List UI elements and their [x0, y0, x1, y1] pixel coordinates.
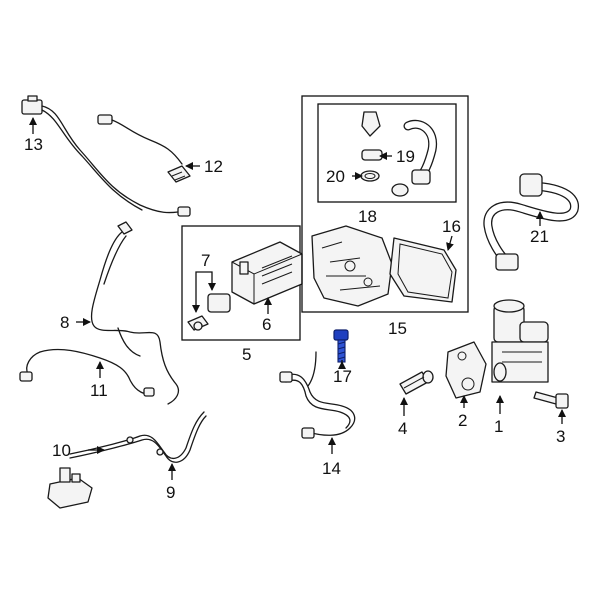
callout-19: 19 [396, 147, 415, 166]
callout-9: 9 [166, 483, 175, 502]
callout-2: 2 [458, 411, 467, 430]
fitting-19-20 [360, 111, 383, 182]
callout-14: 13 [24, 135, 43, 154]
callout-10: 10 [52, 441, 71, 460]
callout-20: 20 [326, 167, 345, 186]
callout-15: 15 [388, 319, 407, 338]
callout-16: 16 [442, 217, 461, 236]
callout-12: 14 [322, 459, 341, 478]
bolt-17-highlighted [333, 329, 349, 363]
callout-17: 17 [333, 367, 352, 386]
gasket-2 [445, 341, 487, 399]
callout-8: 8 [60, 313, 69, 332]
connector-4 [399, 370, 434, 395]
tube-12 [279, 351, 356, 439]
callout-1: 1 [494, 417, 503, 436]
vapor-line-9-10 [47, 411, 207, 509]
callout-18: 18 [358, 207, 377, 226]
callout-11: 11 [90, 381, 108, 400]
harness-8-11 [19, 221, 180, 405]
hose-21 [483, 173, 579, 271]
callout-labels: 13 12 7 6 5 8 11 10 9 14 17 15 16 18 19 … [24, 135, 565, 502]
egr-valve-1 [491, 299, 549, 383]
group-box-18 [317, 103, 457, 203]
callout-13: 12 [204, 157, 223, 176]
callout-21: 21 [530, 227, 549, 246]
cooler-15 [311, 225, 393, 307]
connector-7 [187, 293, 231, 331]
bolt-3 [533, 391, 569, 409]
callout-6: 6 [262, 315, 271, 334]
group-box-15 [301, 95, 469, 313]
callout-4: 4 [398, 419, 407, 438]
sensor-harness-14 [21, 95, 191, 217]
hose-18 [391, 119, 438, 197]
callout-7: 7 [201, 251, 210, 270]
callout-5: 5 [242, 345, 251, 364]
leader-lines [29, 117, 566, 480]
callout-3: 3 [556, 427, 565, 446]
gasket-16 [389, 237, 457, 303]
canister-6 [231, 241, 303, 305]
